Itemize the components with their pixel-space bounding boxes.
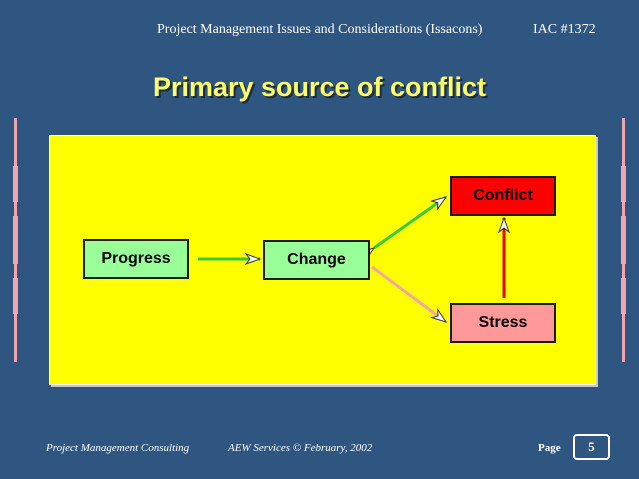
- change-to-stress-arrow: [371, 265, 446, 324]
- progress-node: Progress: [83, 239, 189, 279]
- diagram-panel: Progress Change Conflict Stress: [50, 136, 595, 384]
- left-accent-bar-segment: [13, 216, 18, 264]
- diagram-connectors: [198, 195, 595, 324]
- change-conflict-arrow: [374, 195, 446, 248]
- page-number: 5: [588, 439, 595, 454]
- left-accent-bar-segment: [13, 166, 18, 202]
- left-accent-bar: [13, 118, 18, 362]
- conflict-node: Conflict: [450, 176, 556, 216]
- right-accent-bar-segment: [621, 278, 626, 314]
- right-accent-bar-segment: [621, 216, 626, 264]
- slide-title: Primary source of conflict: [152, 72, 487, 102]
- stress-node: Stress: [450, 303, 556, 343]
- footer-company: Project Management Consulting: [46, 442, 190, 454]
- left-accent-bar-segment: [13, 278, 18, 314]
- right-accent-bar-segment: [621, 166, 626, 202]
- right-accent-bar: [621, 118, 626, 362]
- footer-page-label: Page: [538, 442, 561, 454]
- page-number-box: 5: [573, 434, 610, 460]
- change-node: Change: [263, 240, 370, 280]
- footer-credit: AEW Services © February, 2002: [228, 442, 373, 454]
- header-id: IAC #1372: [533, 22, 596, 37]
- header-title: Project Management Issues and Considerat…: [157, 22, 483, 37]
